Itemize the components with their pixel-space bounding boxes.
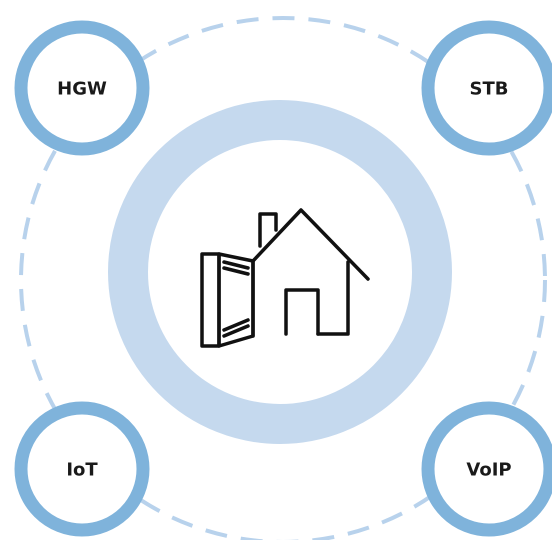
node-label-iot: IoT	[66, 460, 98, 481]
node-label-voip: VoIP	[466, 460, 511, 481]
node-ring	[421, 20, 552, 156]
node-label-hgw: HGW	[57, 79, 107, 100]
node-voip: VoIP	[421, 401, 552, 537]
node-ring	[14, 20, 150, 156]
center-ring	[108, 100, 452, 444]
dashed-orbit	[19, 16, 547, 540]
node-iot: IoT	[14, 401, 150, 537]
node-ring	[14, 401, 150, 537]
node-ring	[421, 401, 552, 537]
node-stb: STB	[421, 20, 552, 156]
node-label-stb: STB	[470, 79, 509, 100]
node-hgw: HGW	[14, 20, 150, 156]
home-network-icon	[200, 208, 370, 348]
